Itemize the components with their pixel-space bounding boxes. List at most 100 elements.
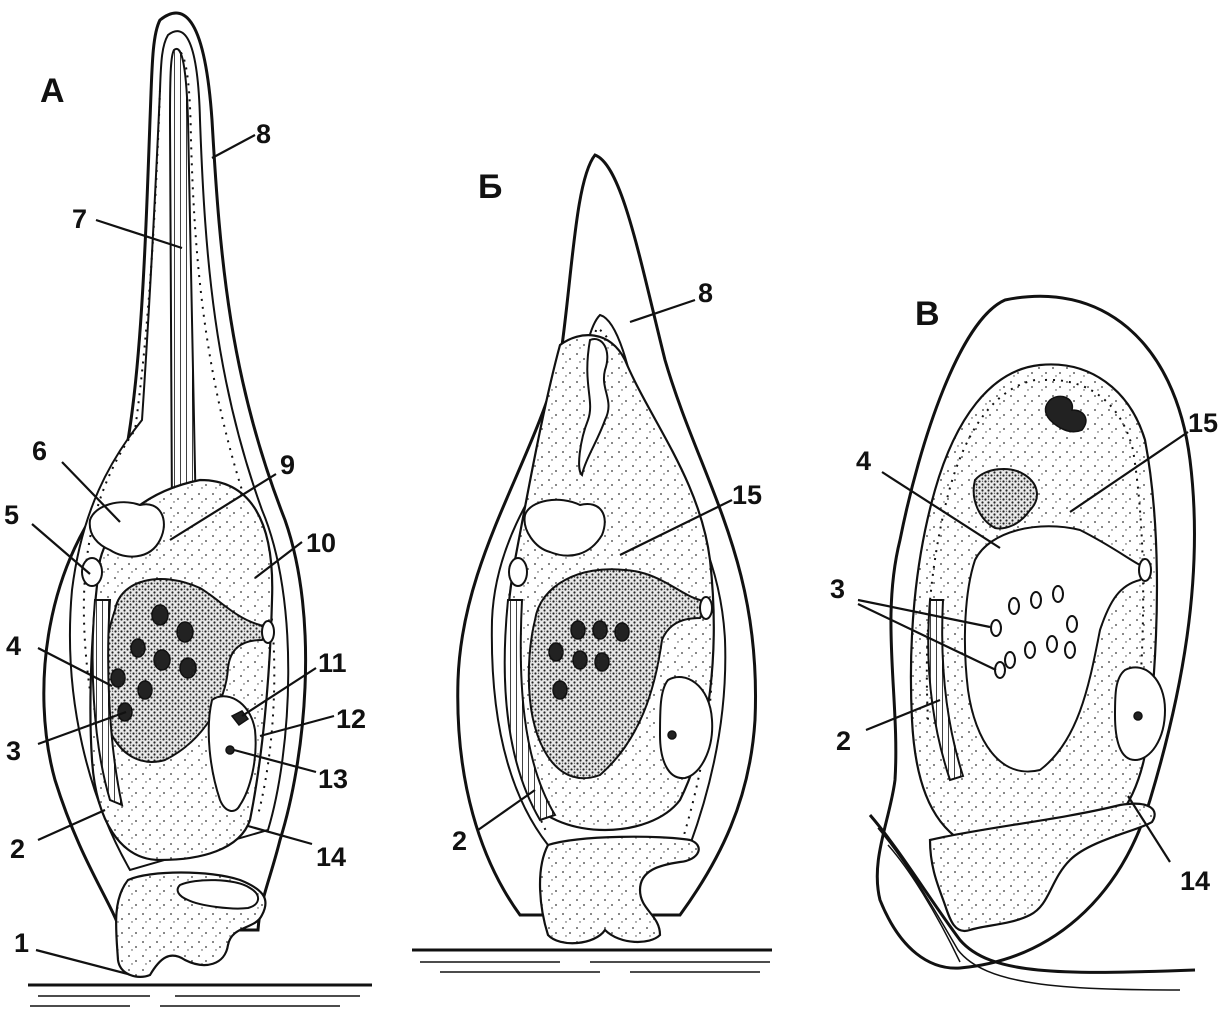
a-leader-4 (37, 647, 113, 687)
a-callout-10: 10 (306, 528, 336, 558)
b-leader-2 (477, 789, 536, 831)
b-callout-8: 8 (698, 278, 713, 308)
a-muscle-band (91, 599, 124, 807)
a-callout-6: 6 (32, 436, 47, 466)
c-epidermis-dots-left (925, 379, 1036, 721)
c-callout-2: 2 (836, 726, 851, 756)
panel-c-drawing (868, 294, 1196, 991)
a-callout-5: 5 (4, 500, 19, 530)
a-callout-8: 8 (256, 119, 271, 149)
b-gut-spot-2 (592, 620, 608, 640)
c-muscle-band (927, 599, 965, 782)
a-leader-6 (61, 461, 121, 523)
a-callout-4: 4 (6, 631, 21, 661)
b-intestine-loop (658, 675, 714, 780)
b-stomach-tube-end (699, 596, 713, 620)
b-embryo (667, 730, 677, 740)
panel-label-c: В (915, 295, 940, 333)
a-leader-2 (37, 808, 106, 842)
panel-a-drawing (28, 11, 372, 1007)
a-callout-9: 9 (280, 450, 295, 480)
c-leader-15 (1069, 431, 1189, 513)
c-leader-3b (857, 603, 997, 671)
c-leader-2 (865, 698, 941, 732)
a-callout-3: 3 (6, 736, 21, 766)
b-leader-8 (629, 298, 696, 324)
panel-c-callouts: 4 15 3 2 14 (830, 408, 1218, 896)
b-gut-spot-1 (570, 620, 586, 640)
a-stomach-tube-end (261, 620, 275, 644)
c-gut-ring-3 (1052, 585, 1064, 603)
a-callout-7: 7 (72, 204, 87, 234)
c-stomach-tube-end (1138, 558, 1152, 582)
panel-label-b: Б (478, 168, 502, 206)
a-leader-3 (37, 710, 127, 746)
b-chamber (523, 498, 606, 557)
a-leader-7 (95, 218, 183, 250)
b-muscle-band (503, 599, 557, 822)
panel-b-callouts: 8 15 2 (452, 278, 762, 856)
a-embryo-13 (225, 745, 235, 755)
b-stomach (527, 568, 710, 780)
a-callout-1: 1 (14, 928, 29, 958)
a-leader-8 (211, 134, 256, 159)
c-leader-4 (881, 471, 1001, 549)
a-chamber-5 (81, 557, 103, 587)
panel-b-drawing (412, 153, 772, 973)
c-callout-4: 4 (856, 446, 871, 476)
c-gut-ring-1 (1008, 597, 1020, 615)
a-gut-spot-7 (137, 680, 153, 700)
c-gut-ring-9 (994, 661, 1006, 679)
a-gut-spot-5 (179, 657, 197, 679)
b-gut-spot-7 (552, 680, 568, 700)
c-callout-3: 3 (830, 574, 845, 604)
a-foot-loop (176, 879, 259, 910)
a-gut-spot-4 (153, 649, 171, 671)
a-gut-spot-3 (130, 638, 146, 658)
c-gut-ring-8 (1064, 641, 1076, 659)
b-gut-spot-6 (594, 652, 610, 672)
b-gut-spot-4 (548, 642, 564, 662)
a-leader-13 (233, 748, 317, 774)
a-leader-10 (254, 541, 303, 579)
c-callout-14: 14 (1180, 866, 1210, 896)
c-gut-ring-10 (1004, 651, 1016, 669)
c-epidermis-dots (1044, 378, 1145, 716)
a-callout-13: 13 (318, 764, 348, 794)
c-embryo (1133, 711, 1143, 721)
panel-label-a: А (40, 72, 65, 110)
a-gut-spot-1 (151, 604, 169, 626)
c-substrate-hatch-1 (877, 827, 1181, 991)
c-gut-ring-5 (1024, 641, 1036, 659)
a-gut-spot-6 (110, 668, 126, 688)
c-gut-ring-4 (990, 619, 1002, 637)
a-leader-9 (169, 473, 277, 541)
b-retracted-tip (578, 338, 610, 477)
panel-a-callouts: 8 7 6 9 5 10 4 3 11 12 13 2 14 1 (4, 119, 366, 976)
a-chamber-6 (88, 501, 165, 558)
b-gut-spot-3 (614, 622, 630, 642)
c-foot (928, 802, 1156, 933)
b-foot (538, 835, 700, 945)
c-leader-3a (857, 598, 991, 629)
c-callout-15: 15 (1188, 408, 1218, 438)
a-callout-11: 11 (318, 648, 347, 678)
c-substrate-hatch-2 (887, 844, 961, 963)
c-gut-ring-2 (1030, 591, 1042, 609)
c-gut-ring-6 (1046, 635, 1058, 653)
a-callout-14: 14 (316, 842, 346, 872)
a-leader-12 (259, 714, 335, 738)
c-retracted-tip (1044, 395, 1087, 433)
b-callout-15: 15 (732, 480, 762, 510)
a-gut-spot-2 (176, 621, 194, 643)
a-leader-11 (241, 667, 317, 717)
c-leader-14 (1127, 795, 1171, 863)
b-leader-15 (619, 499, 733, 556)
b-callout-2: 2 (452, 826, 467, 856)
b-gut-spot-5 (572, 650, 588, 670)
a-leader-1 (35, 948, 129, 976)
a-callout-2: 2 (10, 834, 25, 864)
a-leader-5 (31, 523, 91, 575)
c-pharynx (972, 468, 1038, 530)
